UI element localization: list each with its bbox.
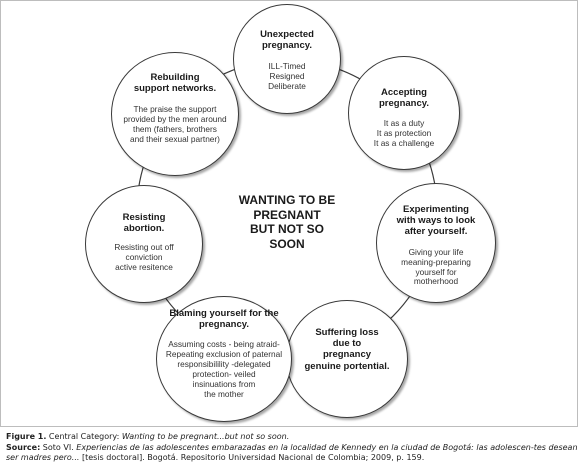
node-resisting-abortion: Resisting abortion. Resisting out off co… [85,185,203,303]
node-title: Suffering loss due to pregnancy genuine … [304,327,390,372]
source-title-italic: Experiencias de las adolescentes embaraz… [6,442,578,463]
node-title: Experimenting with ways to look after yo… [396,204,476,238]
node-body: Giving your life meaning-preparing yours… [401,246,471,287]
node-blaming-yourself: Blaming yourself for the pregnancy. Assu… [156,296,292,422]
node-title: Rebuilding support networks. [133,72,217,95]
figure-title-italic: Wanting to be pregnant...but not so soon… [121,432,290,441]
source-text: Soto VI. [40,442,77,452]
central-category-label: WANTING TO BE PREGNANT BUT NOT SO SOON [238,193,336,251]
node-unexpected-pregnancy: Unexpected pregnancy. ILL-Timed Resigned… [233,4,341,114]
figure-caption: Figure 1. Central Category: Wanting to b… [6,432,578,464]
node-body: The praise the support provided by the m… [123,104,227,145]
source-line: Source: Soto VI. Experiencias de las ado… [6,443,578,464]
node-suffering-loss: Suffering loss due to pregnancy genuine … [286,300,408,418]
node-title: Resisting abortion. [122,212,166,235]
figure-caption-line: Figure 1. Central Category: Wanting to b… [6,432,578,443]
source-tail: [tesis doctoral]. Bogotá. Repositorio Un… [79,453,425,463]
node-body: Assuming costs - being atraid- Repeating… [165,339,283,400]
source-label: Source: [6,442,41,452]
node-title: Unexpected pregnancy. [260,29,314,52]
figure-label: Figure 1. [6,432,47,441]
node-accepting-pregnancy: Accepting pregnancy. It as a duty It as … [348,56,460,170]
figure-text: Central Category: [46,432,122,441]
node-title: Accepting pregnancy. [379,87,429,110]
node-rebuilding-support: Rebuilding support networks. The praise … [111,52,239,176]
node-body: ILL-Timed Resigned Deliberate [268,61,306,92]
node-experimenting-self-care: Experimenting with ways to look after yo… [376,183,496,303]
node-body: It as a duty It as protection It as a ch… [373,118,435,149]
node-title: Blaming yourself for the pregnancy. [169,308,279,331]
node-body: Resisting out off conviction active resi… [114,242,174,273]
